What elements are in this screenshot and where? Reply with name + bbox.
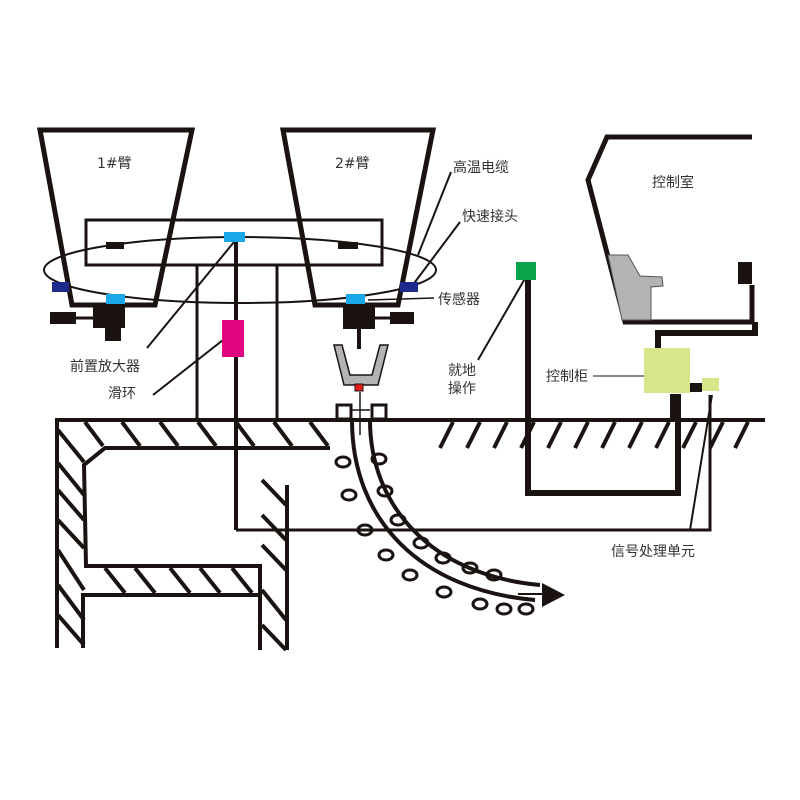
label-sensor: 传感器 — [438, 291, 480, 308]
arm-1 — [37, 127, 196, 308]
connector-left — [52, 282, 69, 292]
sensor-arm2 — [346, 294, 365, 304]
arm-2 — [280, 127, 437, 308]
signal-unit-box — [702, 378, 719, 391]
label-arm1: 1#臂 — [97, 156, 132, 172]
ground-hatch — [438, 421, 750, 449]
control-seat — [607, 254, 664, 321]
label-control-room: 控制室 — [652, 174, 694, 191]
label-hot-cable: 高温电缆 — [453, 159, 509, 176]
sensor-arm1 — [106, 294, 125, 304]
label-local-op-1: 就地 — [448, 363, 476, 379]
direction-arrow-icon — [542, 583, 565, 607]
mould-sensor — [354, 383, 364, 392]
signal-line — [236, 395, 712, 532]
label-quick-connector: 快速接头 — [462, 208, 518, 225]
arm1-base — [93, 305, 125, 328]
strand-outer — [350, 419, 536, 602]
slip-ring — [222, 320, 244, 357]
label-signal-unit: 信号处理单元 — [611, 544, 695, 560]
mould — [333, 344, 389, 386]
local-op-panel — [516, 262, 536, 280]
label-arm2: 2#臂 — [335, 156, 370, 172]
label-slip-ring: 滑环 — [108, 385, 136, 402]
arm2-base — [343, 305, 375, 329]
control-room — [585, 134, 755, 325]
rollers — [334, 452, 535, 616]
control-cabinet — [644, 348, 690, 393]
connector-right — [400, 282, 418, 292]
local-op-cable — [525, 278, 681, 496]
strand-inner — [368, 419, 541, 587]
label-preamplifier: 前置放大器 — [70, 358, 140, 375]
preamplifier-box — [224, 232, 245, 242]
label-local-op-2: 操作 — [448, 381, 476, 397]
label-control-cabinet: 控制柜 — [546, 369, 588, 385]
foundation — [55, 418, 330, 652]
hot-cable — [43, 236, 437, 304]
